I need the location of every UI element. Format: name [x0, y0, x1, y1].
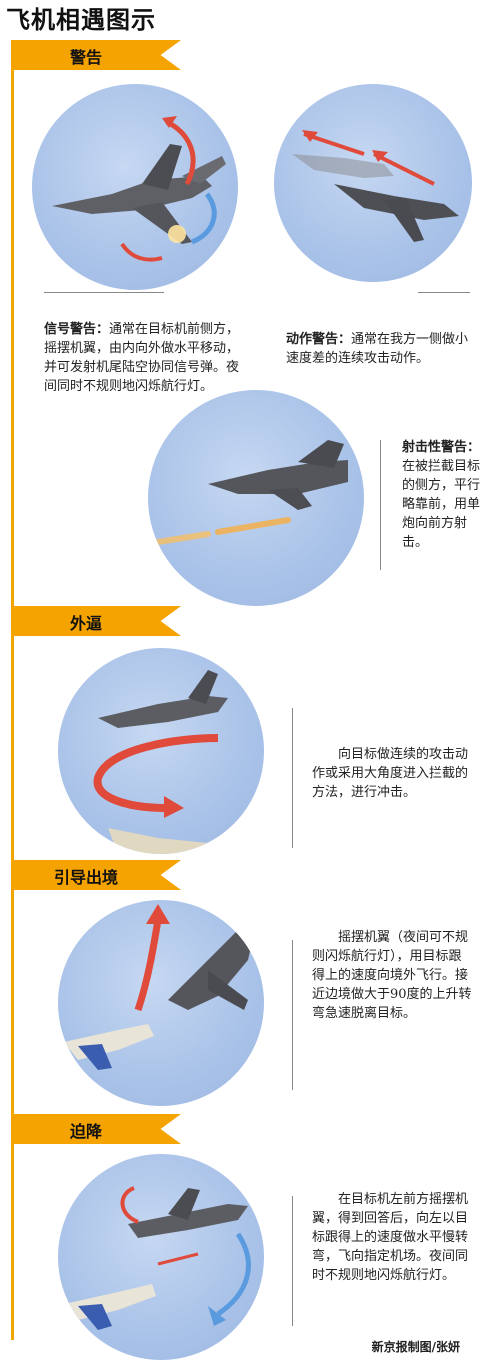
- section-banner-warning: 警告: [11, 40, 181, 70]
- fighter-jet-icon: [98, 696, 228, 728]
- airliner-icon: [64, 1284, 156, 1320]
- callout-line: [380, 440, 381, 570]
- fighter-jet-icon: [208, 460, 348, 494]
- timeline-rule: [11, 40, 14, 1340]
- section-label: 迫降: [69, 1122, 102, 1141]
- force-illustration: [58, 648, 264, 854]
- section-banner-guide: 引导出境: [11, 860, 181, 890]
- section-label: 警告: [69, 48, 102, 67]
- credit-line: 新京报制图/张妍: [371, 1340, 460, 1354]
- page-title: 飞机相遇图示: [6, 6, 156, 34]
- fighter-jet-icon: [52, 144, 226, 244]
- section-banner-land: 迫降: [11, 1114, 181, 1144]
- guide-out-illustration: [58, 900, 264, 1106]
- guide-out-caption: 摇摆机翼（夜间可不规则闪烁航行灯），用目标跟得上的速度向境外飞行。接近边境做大于…: [312, 930, 472, 1021]
- shooting-warning-illustration: [148, 390, 364, 606]
- caption-heading: 动作警告：: [286, 332, 352, 347]
- forced-landing-illustration: [58, 1154, 264, 1360]
- forced-landing-caption: 在目标机左前方摇摆机翼，得到回答后，向左以目标跟得上的速度做水平慢转弯，飞向指定…: [312, 1192, 469, 1283]
- callout-line: [292, 1196, 293, 1326]
- section-label: 外逼: [69, 614, 102, 633]
- signal-warning-illustration: [32, 84, 238, 290]
- fighter-jet-icon: [292, 154, 394, 178]
- callout-line: [292, 708, 293, 848]
- airliner-icon: [108, 828, 228, 854]
- caption-body: 通常在目标机前侧方，摇摆机翼，由内向外做水平移动，并可发射机尾陆空协同信号弹。夜…: [44, 322, 240, 394]
- airliner-icon: [64, 1024, 154, 1060]
- caption-heading: 信号警告：: [44, 322, 110, 337]
- caption-body: 通常在我方一侧做小速度差的连续攻击动作。: [286, 332, 469, 366]
- action-warning-caption: 动作警告：通常在我方一侧做小速度差的连续攻击动作。: [286, 330, 474, 368]
- action-warning-illustration: [274, 84, 472, 282]
- caption-heading: 射击性警告：: [402, 440, 480, 455]
- callout-line: [418, 292, 470, 313]
- fighter-jet-icon: [168, 930, 254, 1010]
- caption-body: 在被拦截目标的侧方，平行略靠前，用单炮向前方射击。: [402, 459, 480, 550]
- callout-line: [44, 292, 164, 313]
- shooting-warning-caption: 射击性警告： 在被拦截目标的侧方，平行略靠前，用单炮向前方射击。: [402, 438, 480, 552]
- section-label: 引导出境: [53, 868, 118, 887]
- fighter-jet-icon: [128, 1204, 248, 1238]
- signal-warning-caption: 信号警告：通常在目标机前侧方，摇摆机翼，由内向外做水平移动，并可发射机尾陆空协同…: [44, 320, 244, 396]
- force-caption: 向目标做连续的攻击动作或采用大角度进入拦截的方法，进行冲击。: [312, 747, 469, 800]
- section-banner-force: 外逼: [11, 606, 181, 636]
- callout-line: [292, 940, 293, 1090]
